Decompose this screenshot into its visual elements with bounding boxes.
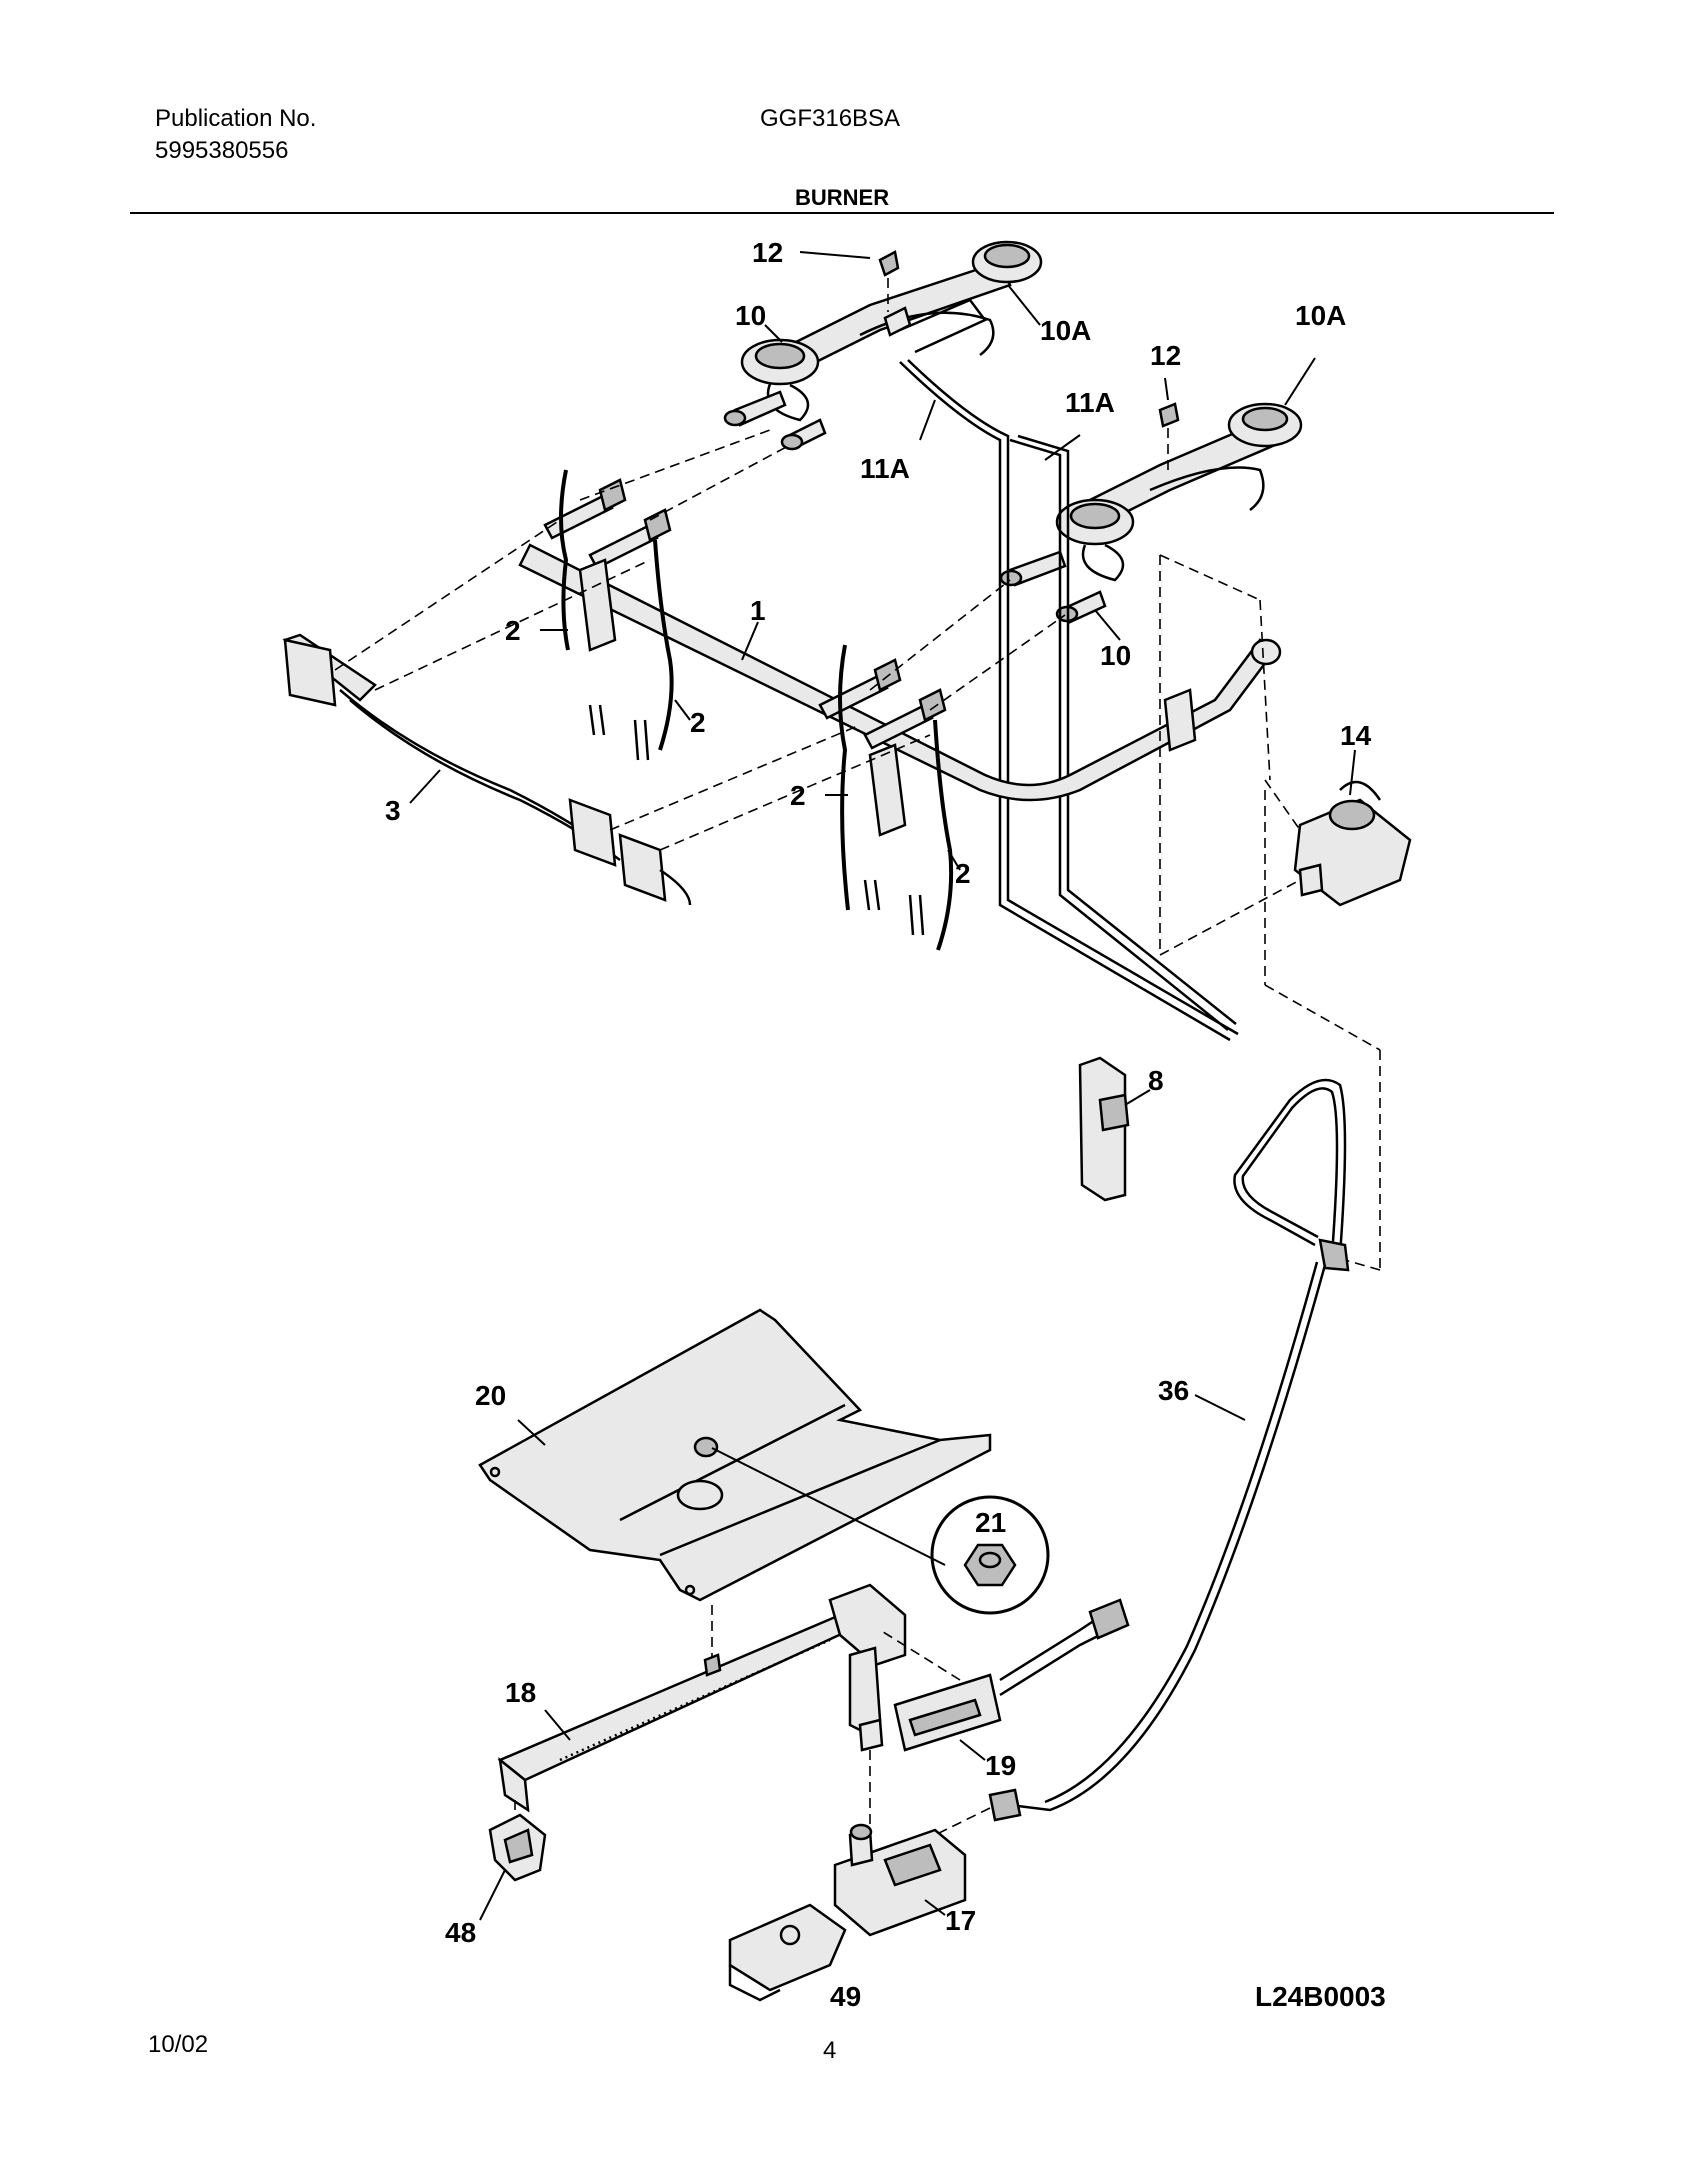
- drawing-code: L24B0003: [1255, 1981, 1386, 2012]
- callout-20: 20: [475, 1380, 506, 1411]
- oven-igniter: [879, 1598, 1130, 1752]
- gas-tubes-11a: [899, 359, 1239, 1042]
- callout-21: 21: [975, 1507, 1006, 1538]
- burner-bracket: [282, 519, 931, 906]
- callout-10-right: 10: [1100, 640, 1131, 671]
- callout-labels: 12 10 10A 11A 11A 12 10A 10 1 2 2 2 2 3 …: [385, 237, 1386, 2012]
- burner-support-bracket: [488, 1795, 547, 1882]
- callout-8: 8: [1148, 1065, 1164, 1096]
- valve-bracket: [728, 1903, 847, 2002]
- orifice-assemblies: [543, 429, 1066, 951]
- nut-detail: [711, 1447, 1050, 1615]
- callout-11a-right: 11A: [1065, 387, 1115, 418]
- spark-module: [1078, 1056, 1130, 1202]
- callout-11a-left: 11A: [860, 453, 910, 484]
- callout-10-top: 10: [735, 300, 766, 331]
- callout-1: 1: [750, 595, 766, 626]
- model-number: GGF316BSA: [760, 105, 901, 132]
- oven-baffle: [478, 1308, 992, 1602]
- callout-3: 3: [385, 795, 401, 826]
- callout-17: 17: [945, 1905, 976, 1936]
- callout-2-b: 2: [690, 707, 706, 738]
- callout-2-c: 2: [790, 780, 806, 811]
- publication-label: Publication No.: [155, 105, 317, 132]
- footer-date: 10/02: [148, 2031, 209, 2058]
- callout-19: 19: [985, 1750, 1016, 1781]
- manifold-pipe: [518, 543, 1282, 802]
- pressure-regulator: [1159, 554, 1412, 1271]
- callout-48: 48: [445, 1917, 476, 1948]
- section-title: BURNER: [795, 185, 890, 210]
- oven-safety-valve: [833, 1823, 967, 1937]
- callout-2-d: 2: [955, 858, 971, 889]
- page-number: 4: [823, 2037, 837, 2064]
- oven-supply-tube: [934, 1078, 1350, 1836]
- callout-10a-right: 10A: [1295, 300, 1346, 331]
- callout-14: 14: [1340, 720, 1372, 751]
- top-burner-assembly-right: [999, 402, 1303, 624]
- leader-lines: [409, 251, 1356, 1921]
- header-rule: [130, 212, 1554, 214]
- callout-12-right: 12: [1150, 340, 1181, 371]
- top-burner-assembly-left: [723, 240, 1043, 451]
- callout-49: 49: [830, 1981, 861, 2012]
- callout-10a-top: 10A: [1040, 315, 1091, 346]
- callout-12-top: 12: [752, 237, 783, 268]
- publication-number: 5995380556: [155, 137, 289, 164]
- callout-18: 18: [505, 1677, 536, 1708]
- oven-burner: [497, 1583, 907, 1830]
- callout-36: 36: [1158, 1375, 1189, 1406]
- callout-2-a: 2: [505, 615, 521, 646]
